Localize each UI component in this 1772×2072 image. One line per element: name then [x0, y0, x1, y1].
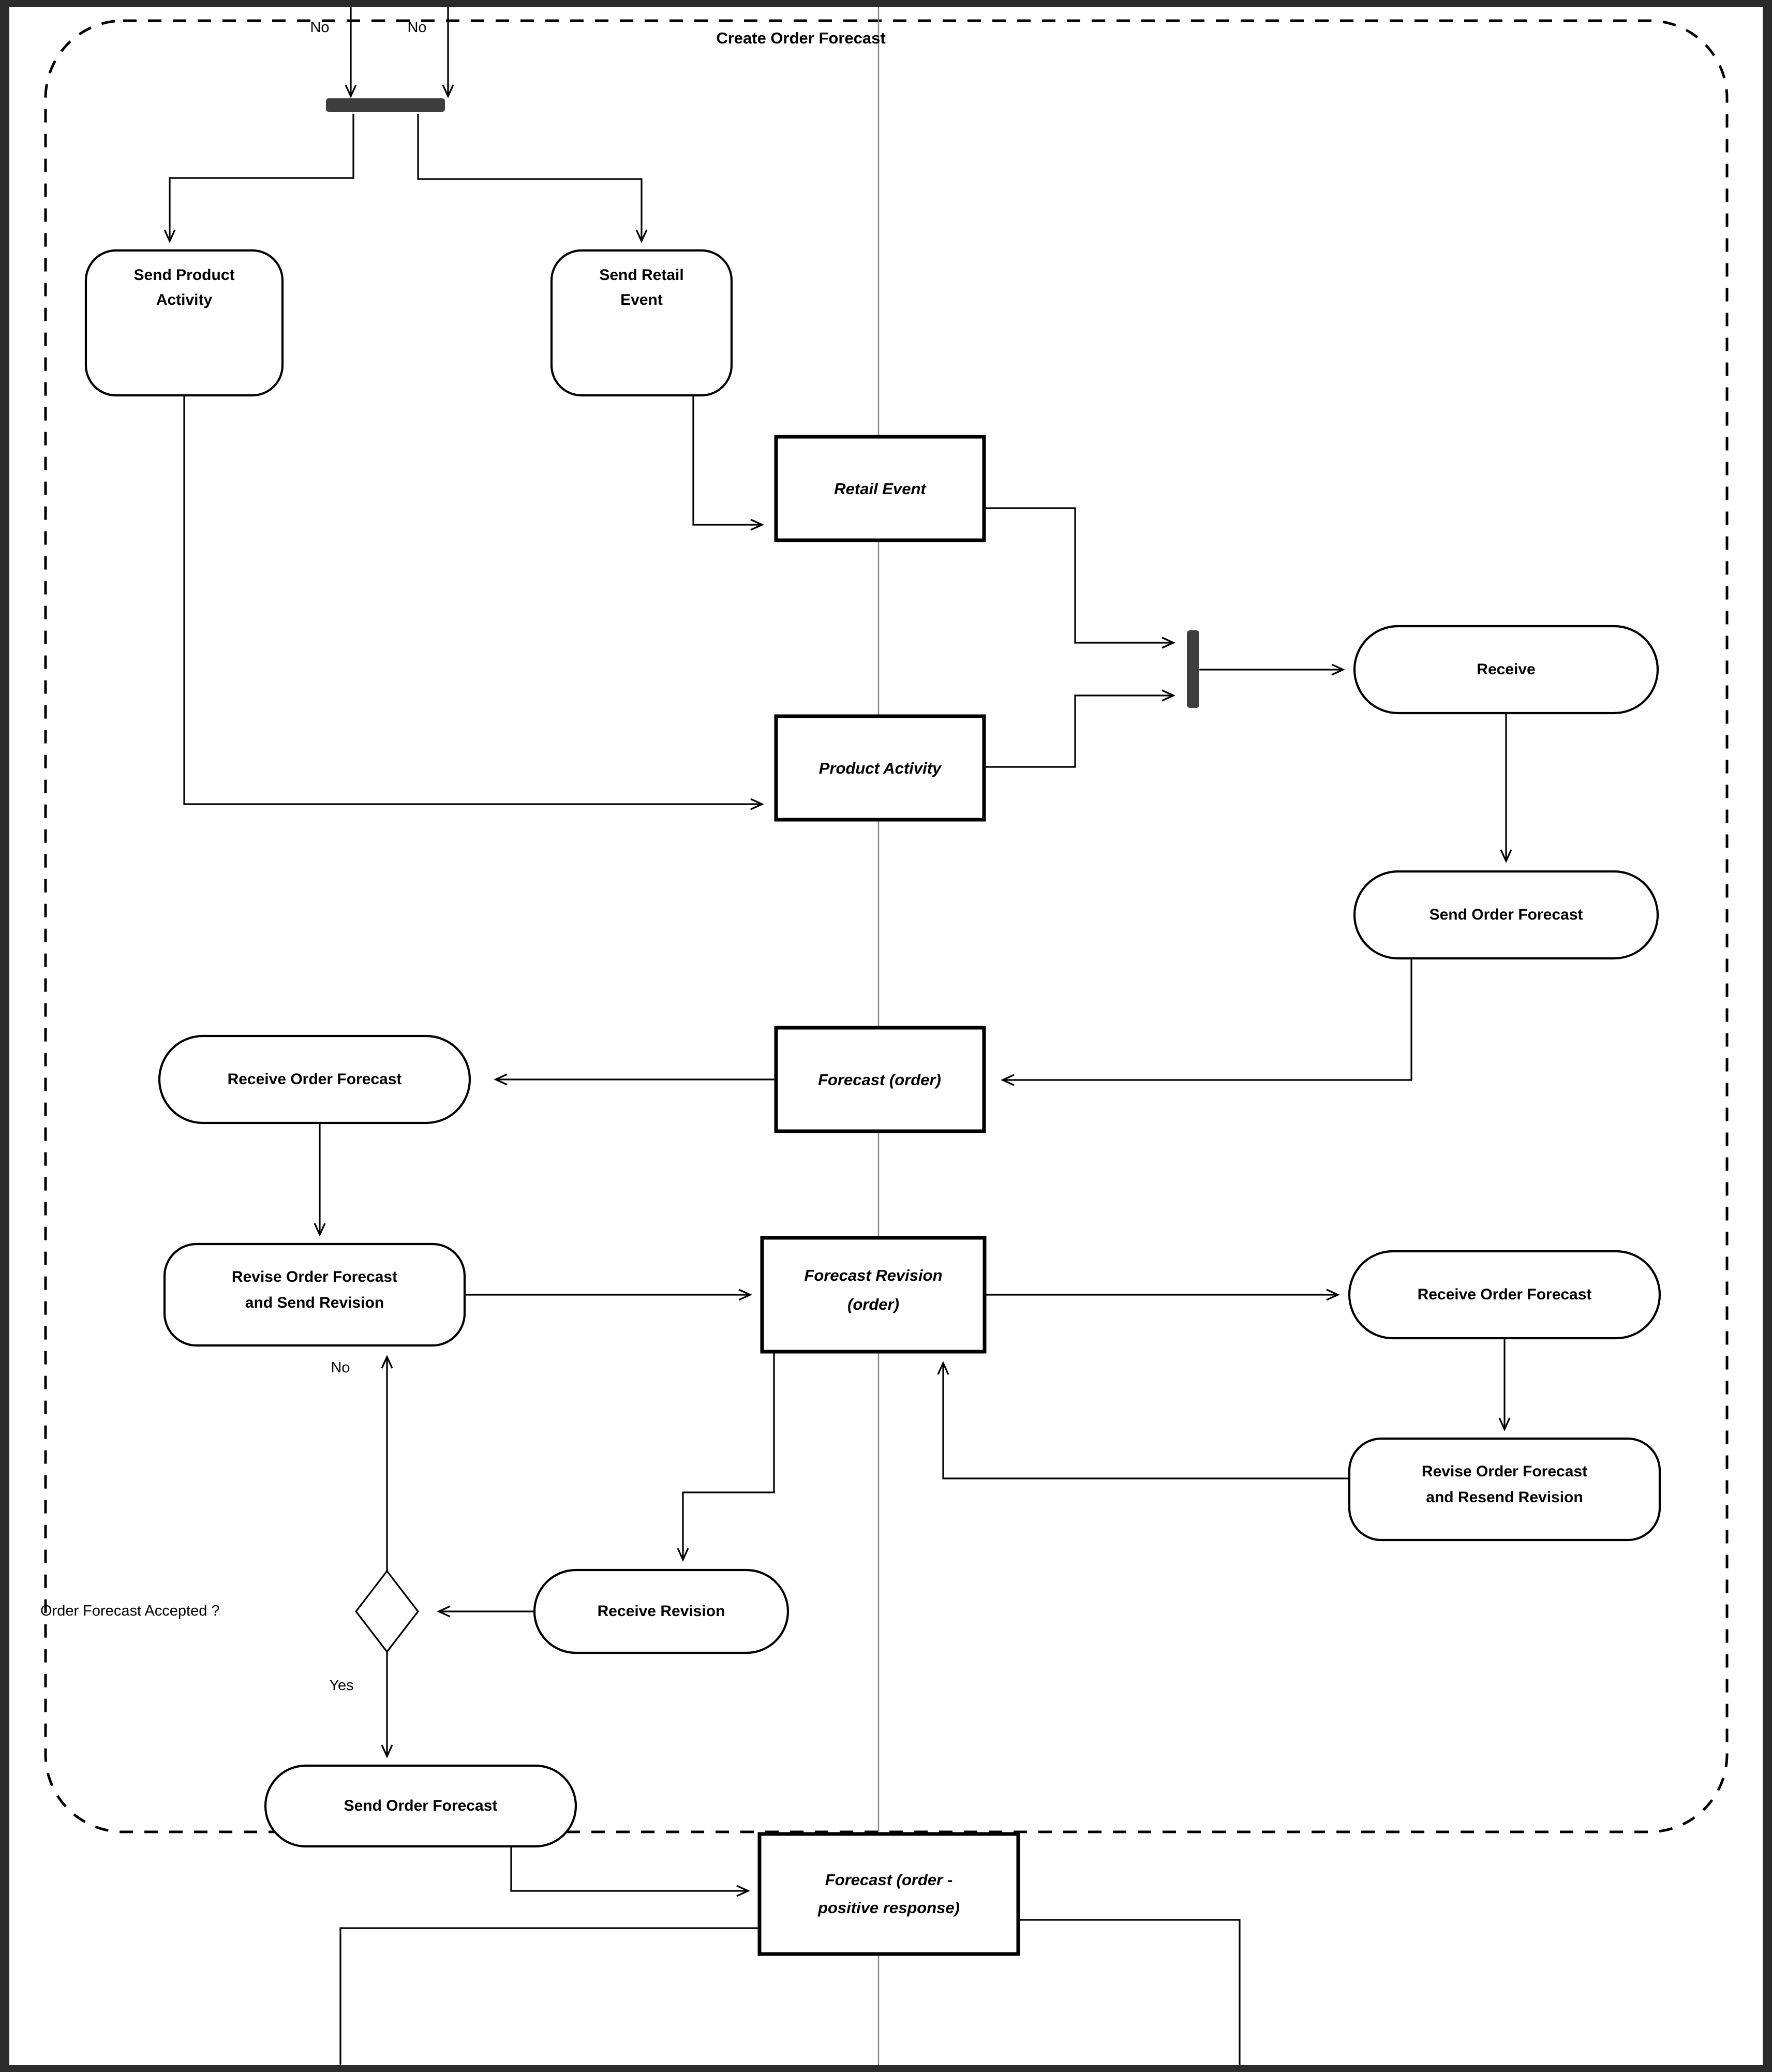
object-forecast-positive-response — [757, 1832, 1020, 1956]
object-forecast-order — [774, 1026, 986, 1133]
object-product-activity — [774, 714, 986, 822]
node-send-order-forecast-bottom — [264, 1764, 577, 1848]
decision-diamond-order-forecast-accepted — [354, 1570, 420, 1653]
fork-bar-horizontal — [326, 98, 445, 112]
node-revise-and-resend-revision — [1348, 1437, 1661, 1542]
join-bar-vertical — [1187, 630, 1199, 708]
node-receive-revision — [533, 1568, 790, 1654]
node-send-product-activity — [84, 249, 284, 397]
diagram-canvas: Create Order Forecast No No Send Product… — [9, 7, 1763, 2065]
object-retail-event — [774, 435, 986, 542]
node-send-order-forecast-right — [1353, 870, 1659, 960]
node-receive-order-forecast-left — [158, 1034, 471, 1124]
node-revise-and-send-revision — [163, 1242, 466, 1347]
object-forecast-revision — [760, 1236, 987, 1354]
node-receive — [1353, 625, 1659, 715]
node-send-retail-event — [550, 249, 733, 397]
diagram-vector-layer — [44, 7, 1729, 2065]
node-receive-order-forecast-right — [1348, 1250, 1661, 1340]
